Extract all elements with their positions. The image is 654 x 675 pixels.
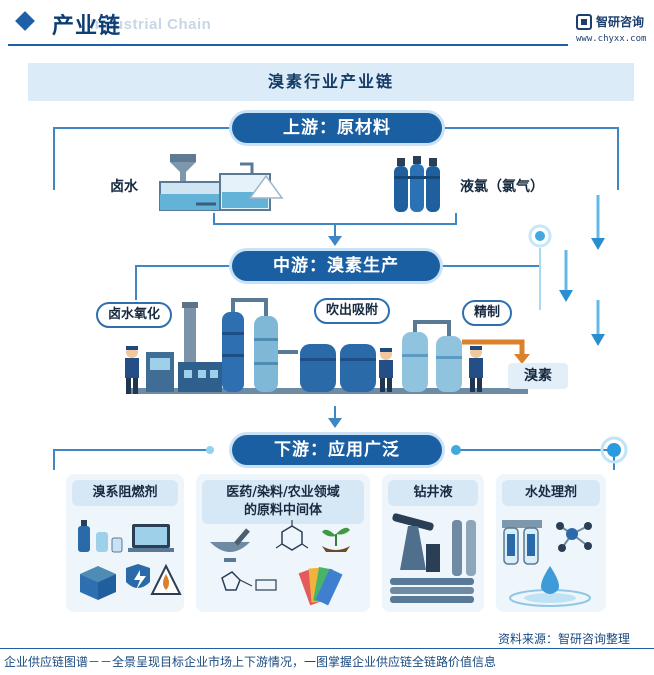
upstream-item-chlorine: 液氯（氯气） (460, 179, 544, 195)
step-blowout-adsorption: 吹出吸附 (314, 298, 391, 324)
stage-downstream: 下游：应用广泛 (232, 435, 442, 465)
brand-logo: 智研咨询 www.chyxx.com (576, 12, 646, 46)
card-title-line1: 医药/染料/农业领域 (226, 485, 340, 500)
stage-upstream: 上游：原材料 (232, 113, 442, 143)
brine-pool-icon (159, 154, 284, 211)
step-brine-oxidation: 卤水氧化 (96, 302, 173, 328)
bromine-plant-illustration (125, 298, 530, 394)
card-title-line2: 的原料中间体 (243, 503, 322, 518)
card-title: 溴系阻燃剂 (72, 480, 178, 506)
pharma-dye-agri-icon (210, 520, 350, 606)
card-drilling-fluid: 钻井液 (382, 474, 484, 612)
card-title: 水处理剂 (502, 480, 600, 506)
card-water-treatment: 水处理剂 (496, 474, 606, 612)
card-pharma-intermediates: 医药/染料/农业领域 的原料中间体 (196, 474, 370, 612)
data-source: 资料来源：智研咨询整理 (498, 632, 631, 646)
page-header: Industrial Chain 产业链 (0, 0, 654, 44)
footer-caption: 企业供应链图谱－－全景呈现目标企业市场上下游情况，一图掌握企业供应链全链路价值信… (0, 651, 654, 675)
diagram-title: 溴素行业产业链 (28, 63, 634, 101)
product-bromine: 溴素 (508, 363, 568, 389)
card-title: 钻井液 (388, 480, 478, 506)
header-watermark-text: Industrial Chain (90, 16, 212, 33)
stage-midstream: 中游：溴素生产 (232, 251, 440, 281)
chlorine-cylinders-icon (394, 156, 440, 212)
section-title: 产业链 (52, 14, 122, 39)
step-refining: 精制 (462, 300, 513, 326)
brand-name: 智研咨询 (596, 15, 645, 29)
flame-retardant-products-icon (78, 520, 182, 600)
brand-url: www.chyxx.com (576, 34, 647, 44)
card-title: 医药/染料/农业领域 的原料中间体 (202, 480, 364, 524)
header-divider (8, 44, 568, 46)
footer-divider (0, 648, 654, 649)
drilling-rig-icon (390, 513, 476, 603)
brand-mark-icon (576, 14, 592, 30)
water-treatment-icon (502, 520, 592, 607)
card-flame-retardant: 溴系阻燃剂 (66, 474, 184, 612)
upstream-item-brine: 卤水 (110, 179, 138, 195)
